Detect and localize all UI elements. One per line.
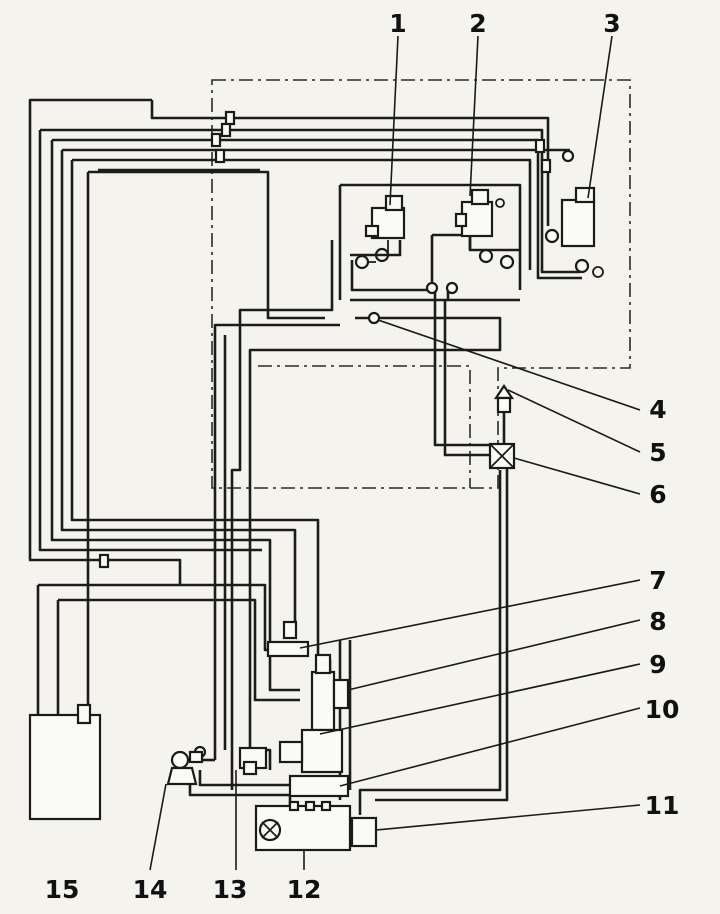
callout-12: 12 [287,875,322,904]
low-a [38,583,300,652]
callout-4: 4 [649,395,666,424]
callout-6: 6 [649,480,666,509]
hose-5-down [70,160,320,650]
valve-13 [238,746,268,776]
route-i [248,316,502,750]
route-l [443,300,495,457]
hose-4-down [60,150,297,625]
leader-lines [149,35,641,871]
reservoir-15 [28,703,102,821]
callout-3: 3 [603,9,620,38]
hose-manifold-10 [288,774,350,798]
upper-boundary [211,79,631,489]
callout-13: 13 [213,875,248,904]
hose-3-down [50,140,300,692]
route-j [213,323,340,760]
route-p [375,465,509,802]
callout-9: 9 [649,650,666,679]
route-e [432,233,472,250]
hose-connectors [98,110,552,569]
callout-15: 15 [45,875,80,904]
callout-8: 8 [649,607,666,636]
callout-2: 2 [469,9,486,38]
callout-1: 1 [389,9,406,38]
callout-14: 14 [133,875,168,904]
route-m [433,290,497,447]
hose-bundle-left [28,98,582,708]
canister-11 [350,816,378,848]
hose-routing-upper [213,183,522,815]
valve-14 [166,745,207,786]
tee-connector [367,281,459,325]
hose-6 [88,170,325,320]
solenoid-valve-2 [454,188,520,270]
callout-7: 7 [649,566,666,595]
connector-7 [266,620,310,658]
route-c [230,240,334,750]
pressure-converter-6 [488,442,516,470]
solenoid-valve-3 [544,149,604,278]
hose-2 [40,128,580,274]
callout-labels: 1 2 3 4 5 6 7 8 9 10 11 12 13 14 15 [45,9,680,904]
hose-2-down [38,130,262,552]
callout-5: 5 [649,438,666,467]
inner-boundary [258,365,471,488]
actuator-9 [278,728,344,774]
route-a [340,183,522,290]
low-b [58,598,300,702]
solenoid-valve-1 [350,194,406,270]
components [28,110,604,852]
hose-3 [52,138,582,280]
check-valve-5 [493,384,515,414]
callout-11: 11 [645,791,680,820]
dashed-boundaries [211,79,631,489]
low-i [198,770,310,787]
route-o [358,470,502,815]
hose-outer [28,98,182,585]
route-d [350,260,432,292]
callout-10: 10 [645,695,680,724]
actuator-8 [310,653,350,732]
vacuum-pump-12 [254,800,352,852]
